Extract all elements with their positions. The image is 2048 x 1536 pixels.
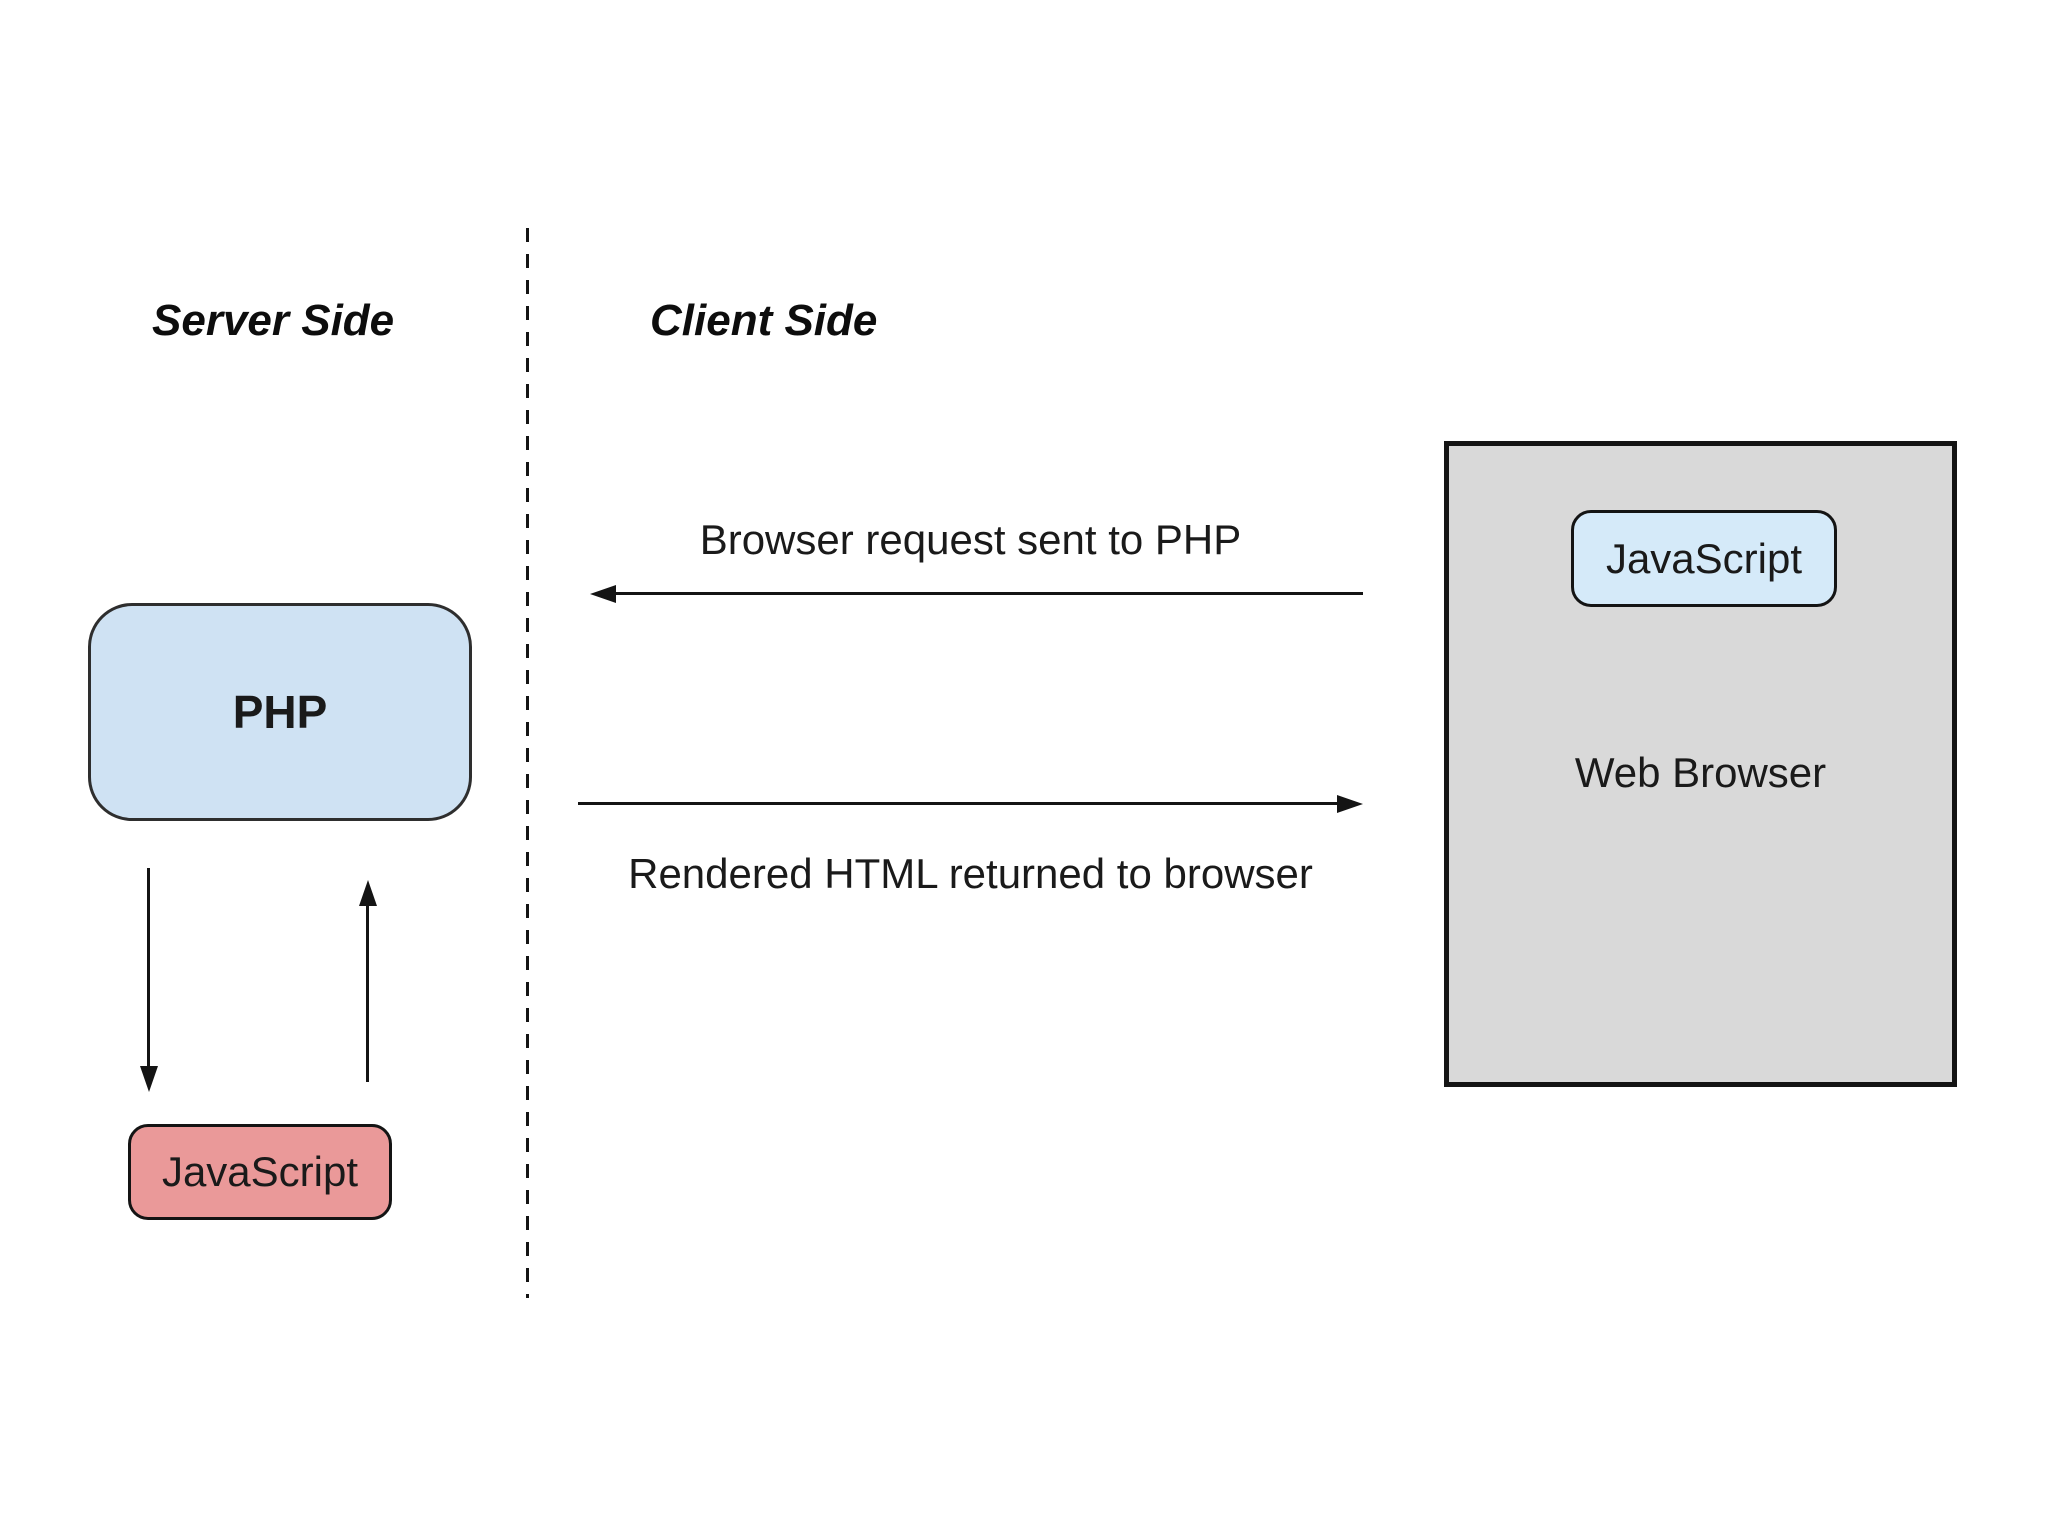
client-javascript-node-label: JavaScript <box>1605 534 1803 582</box>
arrow-line <box>578 802 1339 805</box>
arrow-line <box>147 868 150 1068</box>
arrow-head-down-icon <box>140 1066 158 1092</box>
arrow-line <box>366 903 369 1082</box>
web-browser-node: JavaScript Web Browser <box>1444 441 1957 1087</box>
php-node-label: PHP <box>232 686 328 738</box>
web-browser-node-label: Web Browser <box>1574 749 1827 796</box>
server-side-title: Server Side <box>152 296 395 345</box>
client-side-title: Client Side <box>650 296 878 345</box>
browser-request-arrow-label: Browser request sent to PHP <box>699 516 1242 563</box>
arrow-head-right-icon <box>1337 795 1363 813</box>
server-client-divider <box>526 228 529 1298</box>
php-node: PHP <box>88 603 472 821</box>
arrow-head-left-icon <box>590 585 616 603</box>
server-javascript-node-label: JavaScript <box>161 1148 359 1195</box>
rendered-html-arrow-label: Rendered HTML returned to browser <box>628 850 1313 897</box>
client-javascript-node: JavaScript <box>1571 510 1837 607</box>
arrow-line <box>612 592 1363 595</box>
arrow-head-up-icon <box>359 880 377 906</box>
server-javascript-node: JavaScript <box>128 1124 392 1220</box>
